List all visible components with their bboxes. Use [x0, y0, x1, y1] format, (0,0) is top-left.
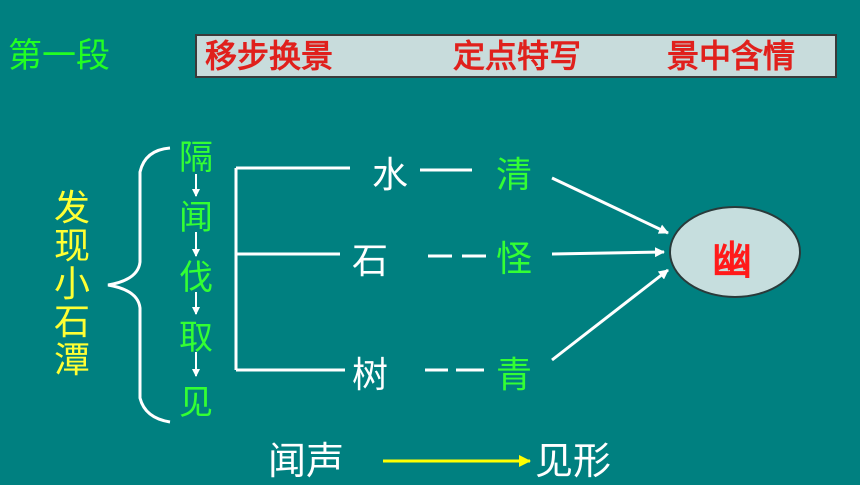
bottom-left-text: 闻声 — [268, 439, 345, 483]
vertical-label: 发 现 小 石 潭 — [50, 190, 94, 380]
quality-green: 青 — [496, 355, 533, 396]
step-5: 见 — [179, 383, 213, 423]
banner: 移步换景 定点特写 景中含情 — [195, 34, 837, 78]
arrow-qing2 — [551, 268, 669, 362]
object-water: 水 — [372, 155, 409, 196]
object-stone: 石 — [352, 241, 389, 282]
step-4: 取 — [179, 318, 213, 358]
label-char: 小 — [53, 264, 90, 305]
step-3: 伐 — [179, 258, 213, 298]
label-char: 发 — [53, 188, 90, 229]
arrow-qing — [551, 176, 669, 235]
object-tree: 树 — [352, 355, 389, 396]
label-char: 现 — [53, 226, 90, 267]
arrow-guai — [551, 247, 665, 258]
label-char: 石 — [53, 302, 90, 343]
banner-item-2: 定点特写 — [453, 37, 582, 75]
center-ellipse — [669, 206, 801, 298]
section-title: 第一段 — [8, 36, 110, 76]
label-char: 潭 — [53, 340, 90, 381]
quality-strange: 怪 — [496, 239, 533, 280]
center-word: 幽 — [712, 237, 752, 284]
quality-clear: 清 — [496, 155, 533, 196]
banner-item-3: 景中含情 — [667, 37, 796, 75]
step-1: 隔 — [179, 138, 213, 178]
bottom-right-text: 见形 — [535, 439, 612, 483]
step-2: 闻 — [179, 198, 213, 238]
curly-brace — [107, 146, 171, 424]
banner-item-1: 移步换景 — [205, 37, 334, 75]
